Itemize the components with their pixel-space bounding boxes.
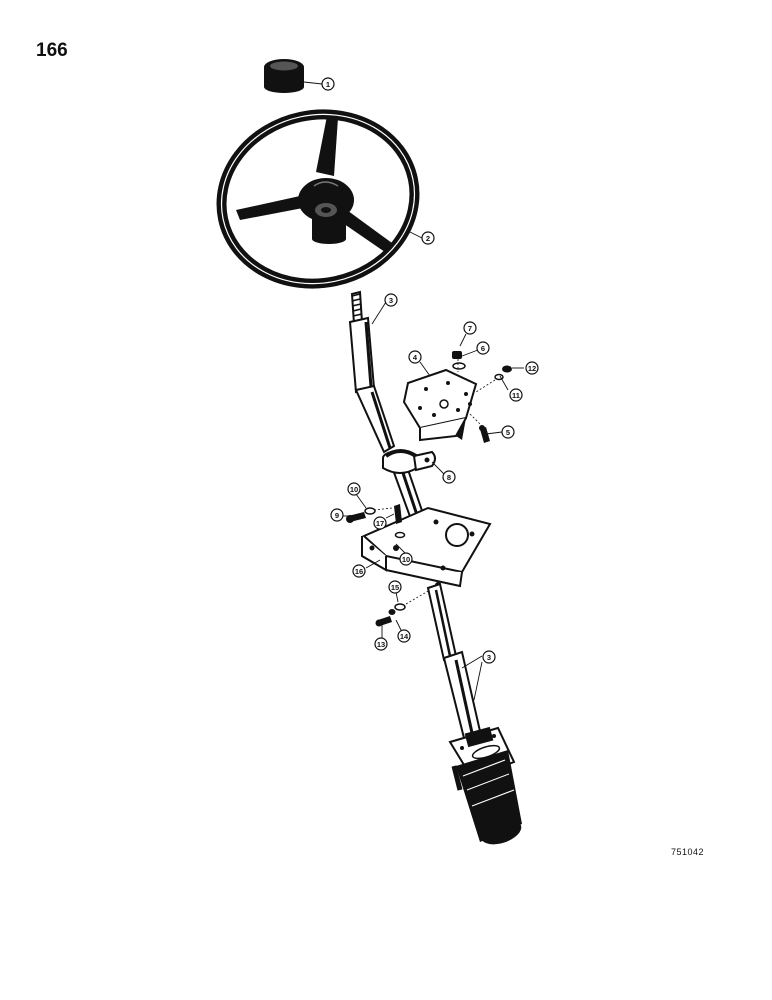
steering-control-unit: [448, 726, 522, 845]
callout-3-lower: 3: [487, 653, 491, 662]
callout-16: 16: [355, 567, 363, 576]
callout-15: 15: [391, 583, 399, 592]
callout-14: 14: [400, 632, 409, 641]
shaft-collar: [382, 449, 436, 474]
lower-hardware: [346, 504, 431, 627]
callout-1: 1: [326, 80, 330, 89]
callout-10-lower: 10: [402, 555, 410, 564]
callout-9: 9: [335, 511, 339, 520]
callout-17: 17: [376, 519, 384, 528]
callout-5: 5: [506, 428, 510, 437]
callout-13: 13: [377, 640, 385, 649]
callout-11: 11: [512, 391, 520, 400]
steering-wheel: [216, 109, 420, 289]
callout-4: 4: [413, 353, 418, 362]
horn-button: [264, 59, 304, 93]
callout-bubbles: [321, 77, 539, 664]
callout-3-upper: 3: [389, 296, 393, 305]
lower-support-plate: [361, 506, 492, 588]
callout-10-upper: 10: [350, 485, 358, 494]
upper-bracket: [402, 368, 478, 442]
callout-6: 6: [481, 344, 485, 353]
upper-hardware: [452, 351, 512, 443]
lower-steering-shaft: [426, 582, 484, 748]
figure-code: 751042: [671, 847, 705, 857]
callout-8: 8: [447, 473, 451, 482]
callout-12: 12: [528, 364, 536, 373]
callout-labels: 1 2 3 4 5 6 7 8 9 10 11 12 13 14 15 16 1…: [326, 80, 536, 662]
callout-7: 7: [468, 324, 472, 333]
page-number: 166: [36, 40, 68, 61]
callout-2: 2: [426, 234, 430, 243]
callout-leaders: [303, 81, 524, 701]
